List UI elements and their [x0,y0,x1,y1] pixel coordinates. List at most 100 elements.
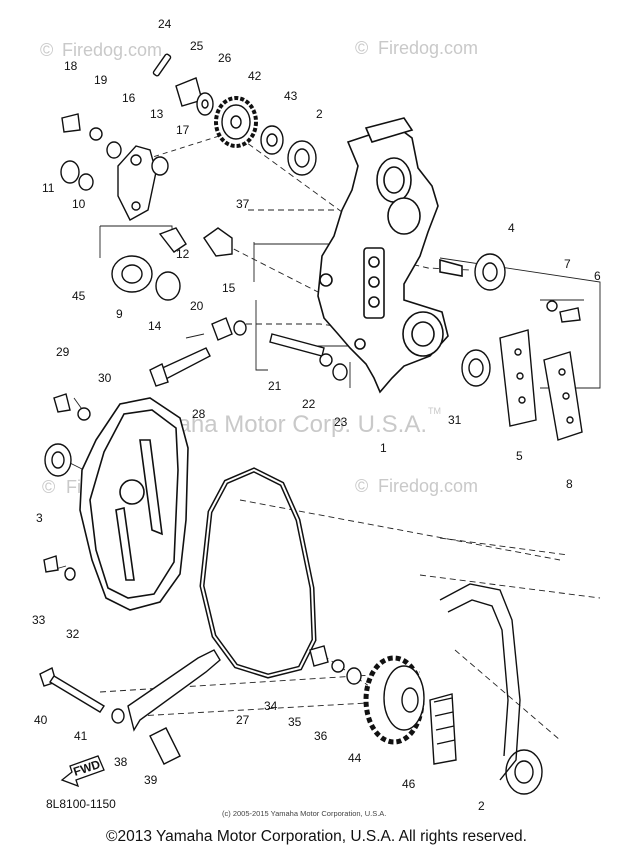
seal-4-inner [482,262,498,282]
bracket-line [100,225,173,248]
bolt-40-shank [49,675,105,713]
callout-46: 46 [402,777,416,791]
plate-8-hole [562,392,570,400]
washer-19 [89,127,103,141]
bolt-14-head [149,363,169,387]
housing-bore-lower-inner [411,321,435,347]
plate-8-hole [566,416,574,424]
chain-segment-46-links [433,697,456,745]
tensioner-arm-13 [117,145,157,221]
bolt-29 [53,393,71,413]
housing-bore-mid [387,197,421,235]
fwd-arrow: FWD [60,755,105,788]
callout-34: 34 [264,699,278,713]
dash-line [231,131,343,213]
plate-5-hole [518,396,526,404]
watermark-copyright-symbol: © [42,477,55,497]
tensioner-arm-hole [130,154,142,166]
cover-slot [115,507,135,581]
roller-12 [158,227,187,253]
callout-17: 17 [176,123,190,137]
callout-35: 35 [288,715,302,729]
watermark-copyright-symbol: © [355,38,368,58]
bolt-21-shank [269,333,325,357]
callout-38: 38 [114,755,128,769]
housing-top-flange [364,117,414,143]
bracket-38 [127,649,221,732]
callout-23: 23 [334,415,348,429]
dash-line [454,649,561,741]
washer-32 [64,567,76,581]
footer-copyright: ©2013 Yamaha Motor Corporation, U.S.A. A… [106,828,527,845]
bearing-2-lower [505,749,543,795]
guide-line [255,300,268,371]
washer-26-hole [201,99,209,109]
watermark-copyright-symbol: © [40,40,53,60]
spacer-39 [149,727,181,765]
bushing-9 [155,271,181,301]
washer-7 [546,300,558,312]
callout-42: 42 [248,69,262,83]
dash-line [439,537,569,556]
sprocket-42 [214,96,258,148]
chaincase-cover-28 [79,397,189,611]
callout-22: 22 [302,397,316,411]
callout-10: 10 [72,197,86,211]
callout-19: 19 [94,73,108,87]
callout-31: 31 [448,413,462,427]
bolt-18-head [61,113,81,133]
callout-30: 30 [98,371,112,385]
callout-5: 5 [516,449,523,463]
housing-bore-top-inner [383,166,405,194]
callout-15: 15 [222,281,236,295]
callout-2: 2 [316,107,323,121]
cover-flange [89,409,179,599]
callout-29: 29 [56,345,70,359]
callout-41: 41 [74,729,88,743]
nut-11 [60,160,80,184]
dash-line [419,574,601,599]
bearing-2-top-inner [294,148,310,168]
washer-16 [106,141,122,159]
cover-hole [119,479,145,505]
callout-6: 6 [594,269,601,283]
watermark-firedog: Firedog.com [378,476,478,496]
lower-hardware [39,645,543,795]
left-hardware [43,393,91,581]
inner-copyright: (c) 2005-2015 Yamaha Motor Corporation, … [222,809,386,818]
watermark-firedog: Firedog.com [62,40,162,60]
callout-3: 3 [36,511,43,525]
callout-43: 43 [284,89,298,103]
callout-16: 16 [122,91,136,105]
callout-4: 4 [508,221,515,235]
callout-39: 39 [144,773,158,787]
callout-33: 33 [32,613,46,627]
chaincase-housing [317,117,463,394]
nut-23 [332,363,348,381]
drive-sprocket-44 [363,655,425,745]
washer-36 [346,667,362,685]
nut-33 [43,555,59,573]
washer-35 [331,659,345,673]
callout-18: 18 [64,59,78,73]
spacer-43-hole [266,133,278,147]
bolt-34 [309,645,329,667]
housing-boss-hole [368,256,380,268]
housing-mount-hole [319,273,333,287]
washer-30 [77,407,91,421]
seal-31-inner [468,358,484,378]
callout-21: 21 [268,379,282,393]
callout-8: 8 [566,477,573,491]
housing-boss-hole [368,276,380,288]
callout-45: 45 [72,289,86,303]
callout-11: 11 [42,181,55,195]
callout-14: 14 [148,319,162,333]
tensioner-arm-hole [131,201,141,211]
callout-20: 20 [190,299,204,313]
callout-40: 40 [34,713,48,727]
washer-22 [319,353,333,367]
callout-7: 7 [564,257,571,271]
fitting-37 [203,227,233,257]
washer-15 [233,320,247,336]
callout-13: 13 [150,107,164,121]
